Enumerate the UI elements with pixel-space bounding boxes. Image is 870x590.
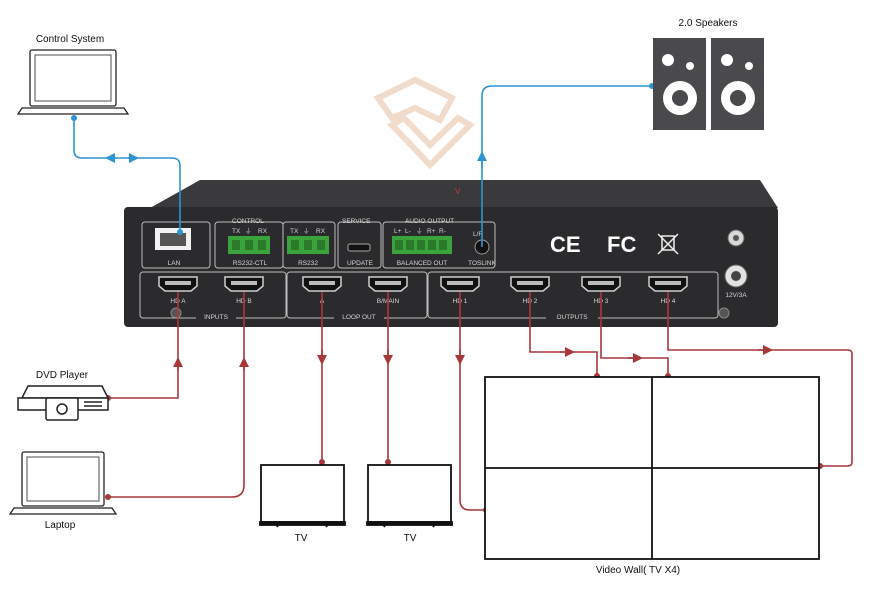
toslink-label: TOSLINK: [468, 260, 496, 267]
ce-mark: CE: [550, 232, 581, 257]
speakers-label: 2.0 Speakers: [679, 18, 738, 29]
hdmi-connections: [108, 292, 853, 511]
balanced-gnd: ⏚: [416, 227, 423, 235]
update-port[interactable]: [347, 243, 371, 252]
balanced-rplus: R+: [427, 228, 436, 235]
fc-mark: FC: [607, 232, 636, 257]
tv-1-label: TV: [295, 533, 308, 544]
rs232-gnd: ⏚: [303, 227, 310, 235]
rs232ctl-tx: TX: [232, 228, 241, 235]
video-wall-label: Video Wall( TV X4): [596, 565, 680, 576]
device-top: [150, 180, 778, 208]
dvd-to-hda-line: [108, 292, 179, 399]
rs232ctl-rx: RX: [258, 228, 268, 235]
balanced-lminus: L-: [405, 228, 411, 235]
switcher-device: V CONTROL SERVICE AUDIO OUTPUT LAN TX ⏚ …: [124, 180, 778, 327]
chassis-screw-left: [170, 307, 182, 319]
control-connections: [73, 85, 652, 247]
control-system-to-lan-line: [73, 118, 181, 232]
lr-label: L/R: [473, 231, 483, 238]
laptop-label: Laptop: [45, 520, 76, 531]
watermark-logo: [373, 76, 475, 170]
rs232-rx: RX: [316, 228, 326, 235]
balanced-out-label: BALANCED OUT: [397, 260, 448, 267]
device-rear-panel: [124, 207, 778, 327]
service-group-label: SERVICE: [342, 218, 371, 225]
update-label: UPDATE: [347, 260, 374, 267]
control-group-label: CONTROL: [232, 218, 264, 225]
dvd-player-label: DVD Player: [36, 370, 89, 381]
tv-1-icon: [259, 464, 346, 528]
rs232ctl-gnd: ⏚: [245, 227, 252, 235]
weee-bin-icon: [657, 233, 679, 255]
rs232-tx: TX: [290, 228, 299, 235]
inputs-label: INPUTS: [204, 314, 229, 321]
hd1-to-wall-line: [459, 292, 486, 511]
loop-out-label: LOOP OUT: [342, 314, 376, 321]
laptop-to-hdb-line: [108, 292, 245, 498]
speaker-right-icon: [711, 38, 764, 130]
laptop-icon: [16, 49, 130, 115]
rs232-label: RS232: [298, 260, 318, 267]
control-system-label: Control System: [36, 34, 104, 45]
hd4-to-wall-line: [667, 292, 853, 467]
tv-2-icon: [366, 464, 453, 528]
rs232ctl-label: RS232-CTL: [233, 260, 268, 267]
laptop-source-icon: [8, 451, 118, 515]
dvd-player-icon: [17, 385, 110, 421]
power-label: 12V/3A: [725, 292, 747, 299]
lan-label: LAN: [168, 260, 181, 267]
chassis-screw-right: [718, 307, 730, 319]
speaker-left-icon: [653, 38, 706, 130]
audio-output-group-label: AUDIO OUTPUT: [405, 218, 454, 225]
tv-2-label: TV: [404, 533, 417, 544]
balanced-rminus: R-: [439, 228, 446, 235]
outputs-label: OUTPUTS: [556, 314, 588, 321]
video-wall: [484, 376, 820, 560]
balanced-lplus: L+: [394, 228, 402, 235]
v-mark: V: [455, 187, 461, 196]
toslink-to-speakers-line: [481, 85, 652, 247]
